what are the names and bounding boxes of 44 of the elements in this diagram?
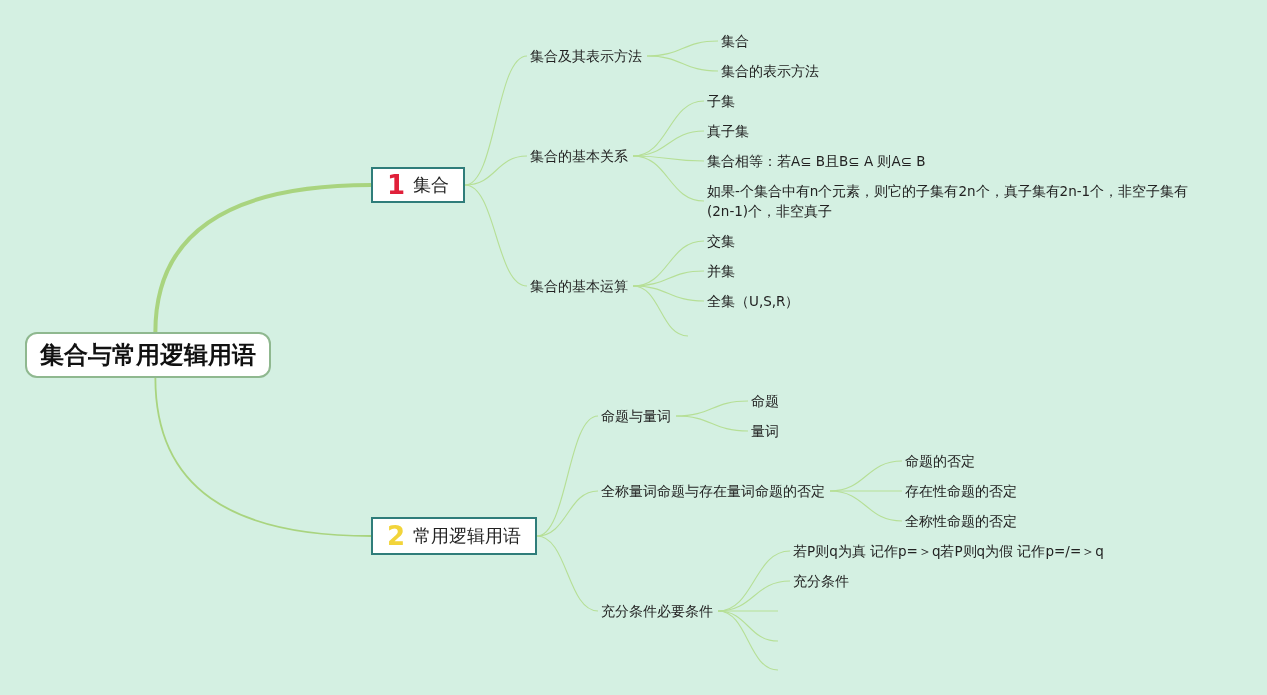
subtopic-label: 命题与量词 — [601, 406, 671, 426]
subtopic-label: 全称量词命题与存在量词命题的否定 — [601, 481, 825, 501]
subtopic-label: 充分条件 — [793, 571, 849, 591]
branch-line — [154, 377, 372, 537]
subtopic-label: 集合相等：若A⊆ B且B⊆ A 则A⊆ B — [707, 151, 926, 171]
subtopic-label: 充分条件必要条件 — [601, 601, 713, 621]
subtopic-label: 集合的表示方法 — [721, 61, 819, 81]
subtopic-label: 量词 — [751, 421, 779, 441]
branch-line — [829, 490, 903, 522]
subtopic-label: 子集 — [707, 91, 735, 111]
topic-box — [371, 167, 465, 203]
subtopic-label: 全称性命题的否定 — [905, 511, 1017, 531]
branch-line — [632, 285, 689, 337]
central-topic-box: 集合与常用逻辑用语 — [25, 332, 271, 378]
topic-title: 集合 — [413, 175, 450, 195]
branch-line — [153, 183, 372, 333]
subtopic-label: 集合及其表示方法 — [530, 46, 642, 66]
subtopic-label: 若P则q为真 记作p=＞q若P则q为假 记作p=/=＞q — [793, 541, 1104, 561]
branch-line — [632, 155, 705, 202]
branch-line — [646, 55, 719, 72]
branch-line — [536, 490, 599, 537]
subtopic-label: 全集（U,S,R） — [707, 291, 800, 311]
branch-line — [464, 155, 528, 186]
branch-line — [632, 155, 705, 162]
subtopic-label: 存在性命题的否定 — [905, 481, 1017, 501]
subtopic-label: 交集 — [707, 231, 735, 251]
topic-box — [371, 517, 537, 555]
topic-title: 常用逻辑用语 — [413, 526, 522, 546]
branch-line — [464, 184, 528, 287]
subtopic-label: 集合的基本关系 — [530, 146, 628, 166]
subtopic-label: 如果-个集合中有n个元素，则它的子集有2n个，真子集有2n-1个，非空子集有(2n-1)个，非空真子 — [707, 181, 1212, 221]
subtopic-label: 命题 — [751, 391, 779, 411]
subtopic-label: 并集 — [707, 261, 735, 281]
branch-line — [717, 610, 779, 671]
topic-number: 1 — [386, 175, 406, 195]
branch-line — [717, 610, 779, 642]
branch-line — [675, 415, 749, 432]
branch-line — [536, 535, 599, 612]
subtopic-label: 集合的基本运算 — [530, 276, 628, 296]
subtopic-label: 命题的否定 — [905, 451, 975, 471]
subtopic-label: 真子集 — [707, 121, 749, 141]
subtopic-label: 集合 — [721, 31, 749, 51]
branch-line — [632, 285, 705, 302]
topic-number: 2 — [386, 526, 406, 546]
